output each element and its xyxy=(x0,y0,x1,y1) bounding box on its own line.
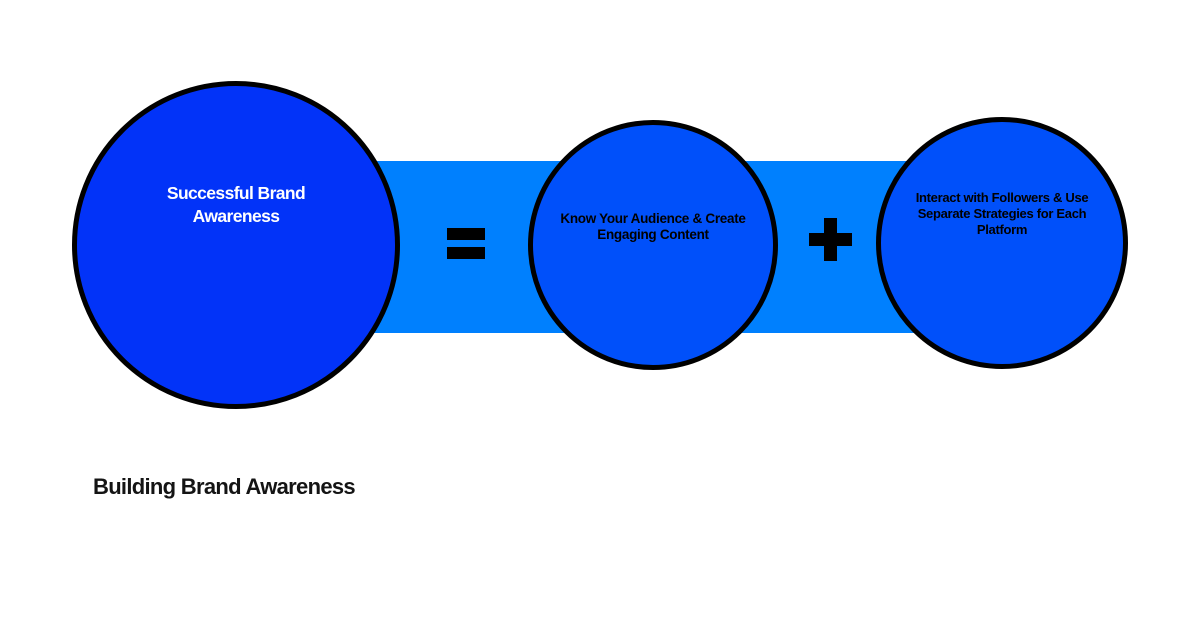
plus-icon xyxy=(809,218,852,261)
node-circle-know-your-audience xyxy=(528,120,778,370)
node-circle-interact-with-followers xyxy=(876,117,1128,369)
node-circle-successful-brand-awareness xyxy=(72,81,400,409)
node-label-line: Successful Brand xyxy=(166,183,306,203)
node-label-line: Platform xyxy=(976,222,1028,237)
equals-bottom-bar xyxy=(447,247,485,259)
node-label-line: Interact with Followers & Use xyxy=(915,190,1089,205)
diagram-title: Building Brand Awareness xyxy=(93,474,356,499)
plus-vertical-bar xyxy=(824,218,837,261)
node-label-successful-brand-awareness: Successful Brand Awareness xyxy=(72,182,400,228)
equals-top-bar xyxy=(447,228,485,240)
node-label-line: Engaging Content xyxy=(597,227,709,242)
node-label-line: Know Your Audience & Create xyxy=(560,211,746,226)
node-label-interact-with-followers: Interact with Followers & Use Separate S… xyxy=(876,190,1128,238)
node-label-line: Awareness xyxy=(192,206,280,226)
node-label-know-your-audience: Know Your Audience & Create Engaging Con… xyxy=(528,211,778,243)
node-label-line: Separate Strategies for Each xyxy=(917,206,1087,221)
equals-icon xyxy=(447,228,485,259)
